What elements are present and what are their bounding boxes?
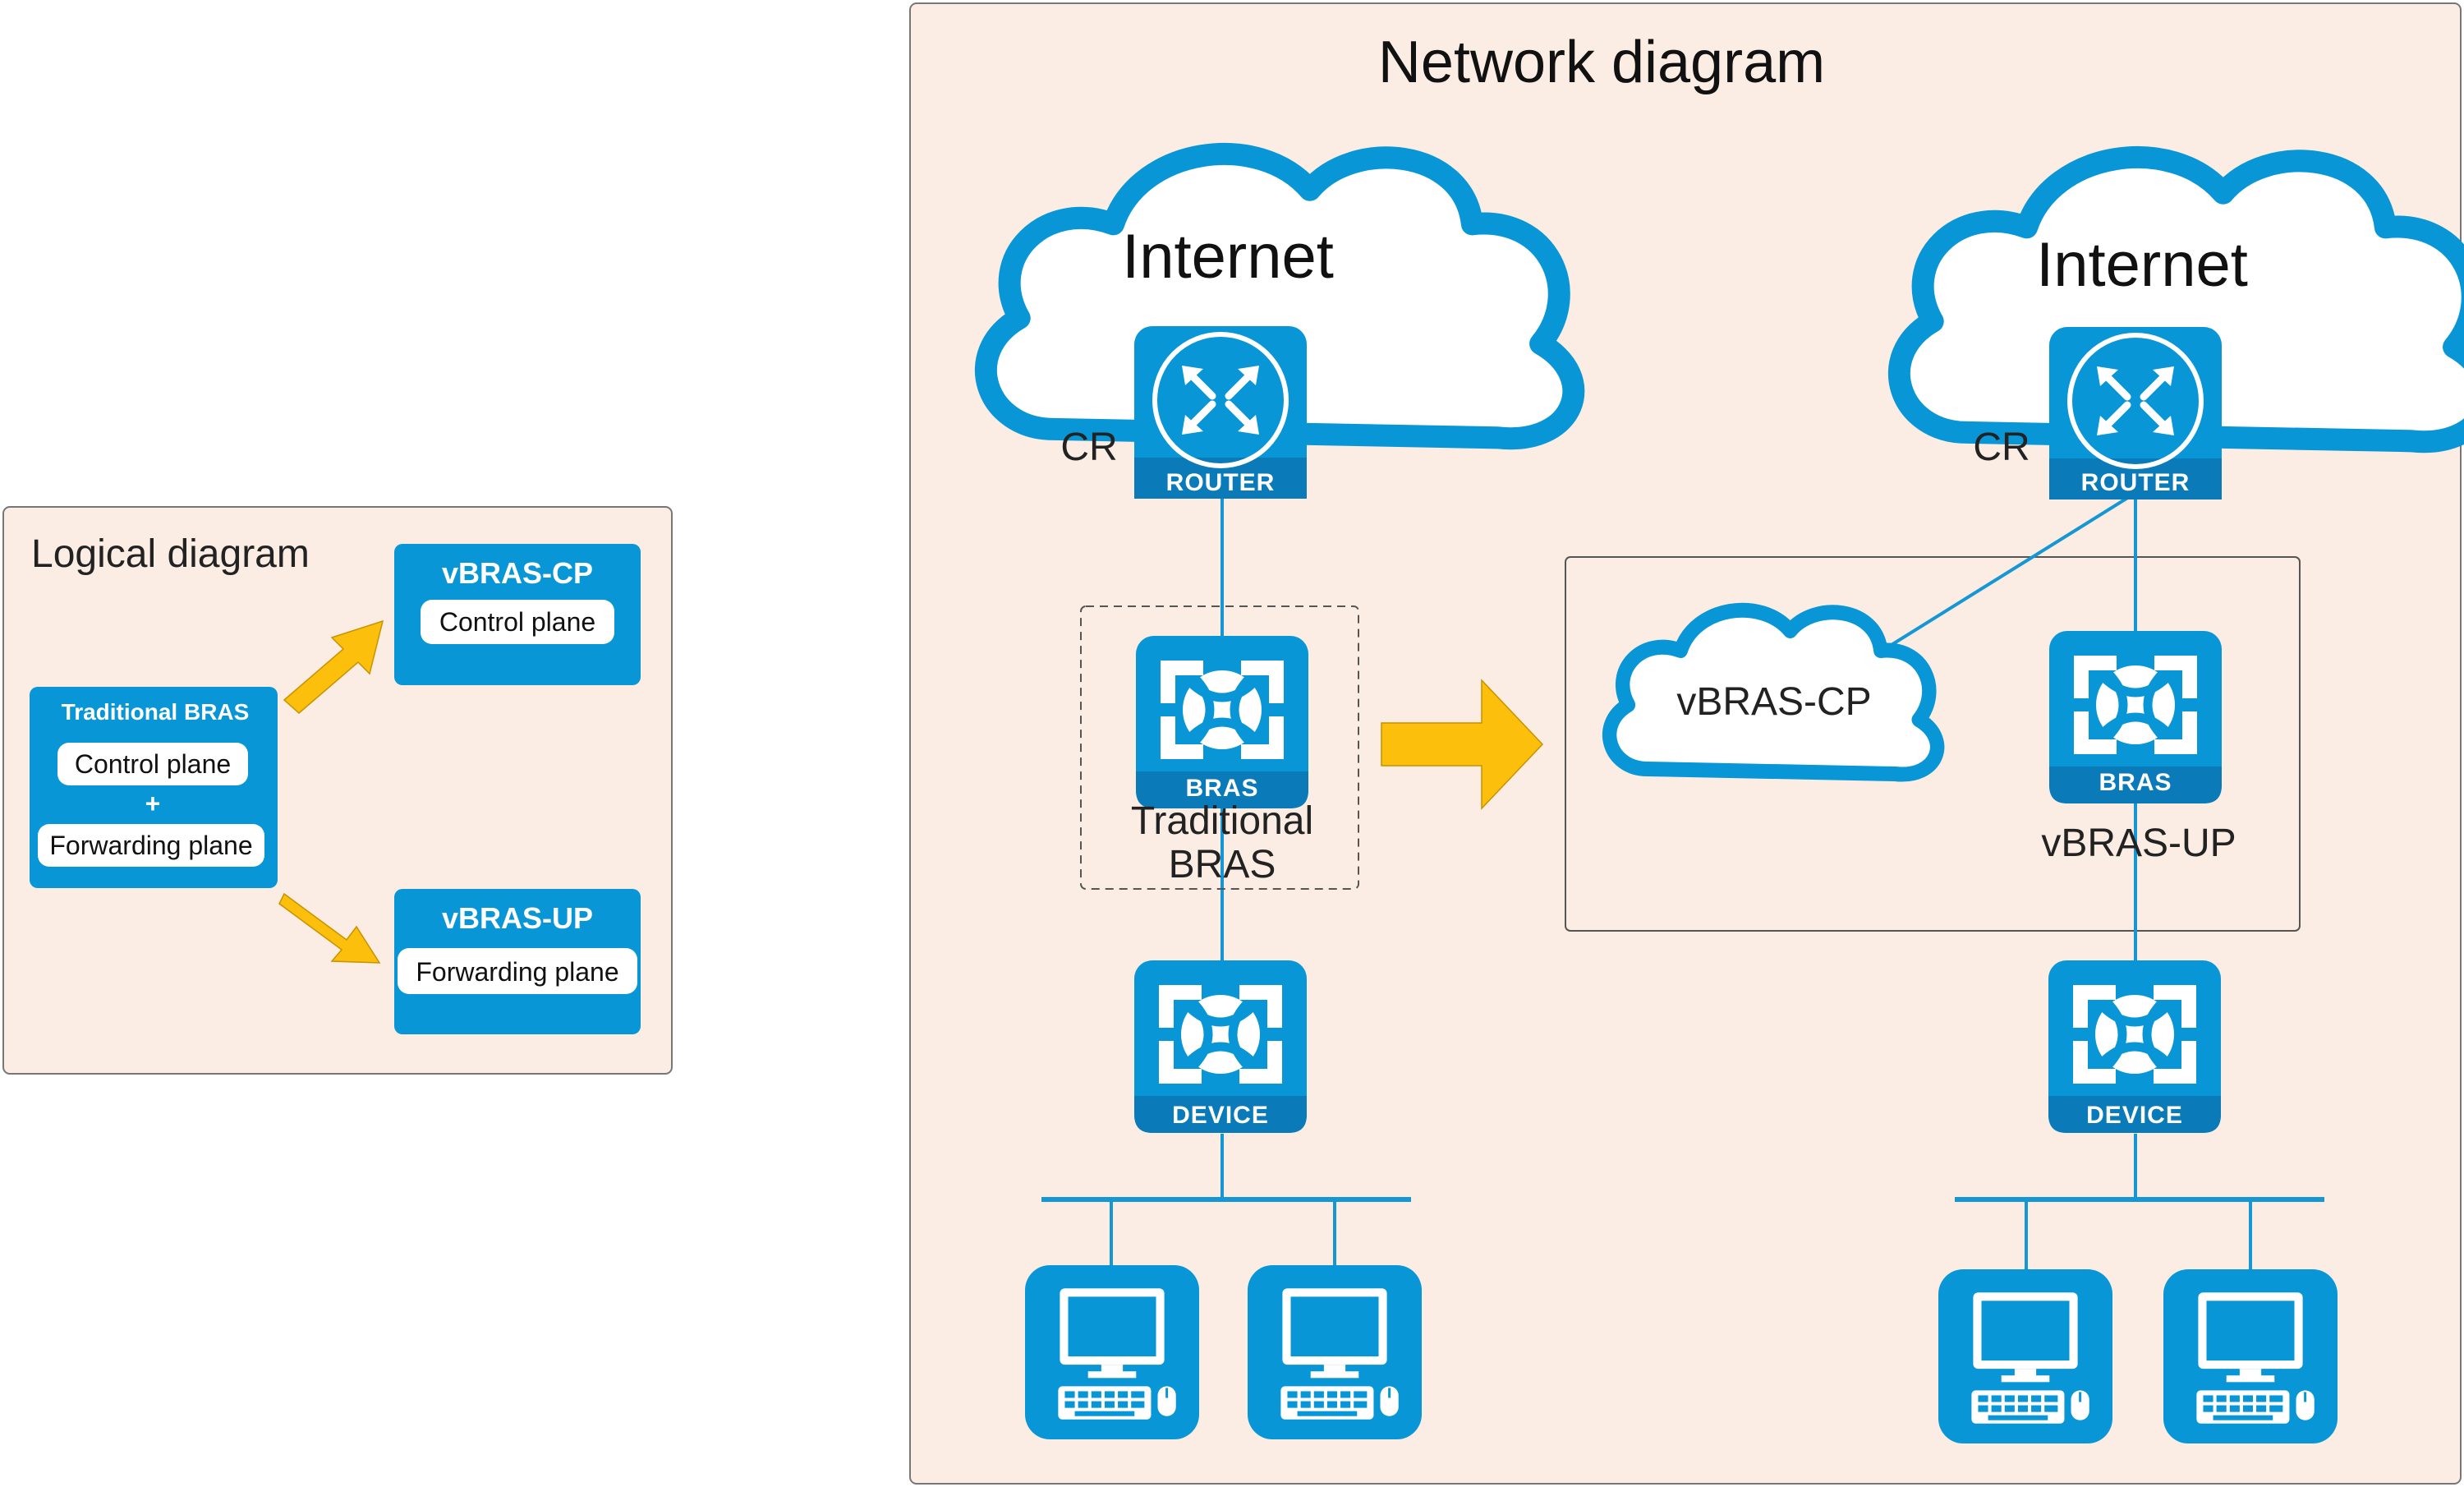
device-badge-right: DEVICE: [2086, 1102, 2183, 1129]
traditional-bras-label-line1: Traditional: [1131, 799, 1313, 843]
traditional-forwarding-plane-label: Forwarding plane: [49, 831, 252, 860]
bras-badge-left: BRAS: [1185, 775, 1258, 802]
device-badge-left: DEVICE: [1172, 1102, 1269, 1129]
network-diagram-title: Network diagram: [1378, 30, 1825, 95]
traditional-bras-box-title: Traditional BRAS: [62, 699, 250, 725]
arrow-icon: [1381, 679, 1544, 810]
cr-label-left: CR: [1060, 426, 1117, 469]
computer-icon: [1025, 1265, 1199, 1439]
vbras-up-box: vBRAS-UP Forwarding plane: [394, 889, 641, 1034]
router-badge-left: ROUTER: [1166, 469, 1276, 496]
vbras-up-forwarding-plane-label: Forwarding plane: [416, 957, 618, 987]
router-badge-right: ROUTER: [2081, 469, 2190, 496]
internet-label-left: Internet: [1122, 222, 1334, 292]
traditional-bras-frame: [1080, 605, 1359, 890]
traditional-control-plane-label: Control plane: [75, 749, 231, 779]
bras-badge-right: BRAS: [2099, 769, 2172, 796]
device-switch-icon: DEVICE: [2048, 960, 2221, 1133]
router-icon: ROUTER: [1134, 326, 1307, 499]
vbras-cp-control-plane-label: Control plane: [439, 607, 595, 637]
vbras-cp-box: vBRAS-CP Control plane: [394, 544, 641, 685]
vbras-cp-cloud-label: vBRAS-CP: [1676, 680, 1871, 724]
logical-diagram-panel: Logical diagram Traditional BRAS Control…: [2, 506, 673, 1075]
device-switch-icon: DEVICE: [1134, 960, 1307, 1133]
computer-icon: [1938, 1269, 2112, 1443]
arrow-icon: [283, 619, 384, 714]
network-diagram-panel: Network diagram Internet CR ROUTER BRAS …: [909, 2, 2464, 1485]
plus-sign: +: [145, 789, 161, 818]
internet-label-right: Internet: [2036, 230, 2248, 300]
traditional-bras-box: Traditional BRAS Control plane + Forward…: [30, 687, 278, 888]
bras-switch-icon: BRAS: [1136, 636, 1308, 808]
arrow-icon: [278, 892, 381, 964]
vbras-frame: [1565, 556, 2301, 932]
cr-label-right: CR: [1973, 426, 2030, 469]
vbras-cp-box-title: vBRAS-CP: [442, 556, 593, 590]
bras-switch-icon: BRAS: [2049, 631, 2222, 803]
computer-icon: [1248, 1265, 1422, 1439]
computer-icon: [2163, 1269, 2338, 1443]
logical-diagram-title: Logical diagram: [31, 532, 310, 576]
vbras-up-label: vBRAS-UP: [2041, 822, 2236, 865]
traditional-bras-label-line2: BRAS: [1169, 843, 1276, 886]
vbras-up-box-title: vBRAS-UP: [442, 901, 593, 935]
router-icon: ROUTER: [2049, 327, 2222, 500]
